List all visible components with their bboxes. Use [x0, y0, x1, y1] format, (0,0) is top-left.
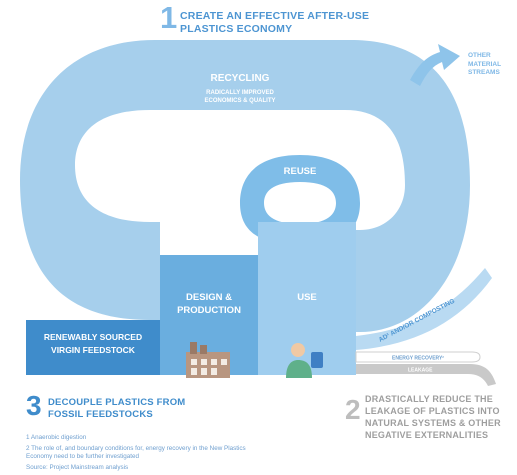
other-streams-line1: OTHER: [468, 52, 491, 59]
other-streams-line3: STREAMS: [468, 69, 500, 76]
ambition-1-header: 1 CREATE AN EFFECTIVE AFTER-USE PLASTICS…: [160, 0, 410, 36]
design-label-1: DESIGN &: [186, 292, 232, 303]
energy-recovery-flow: [355, 351, 481, 363]
footnote-2b: Economy need to be further investigated: [26, 453, 140, 460]
leakage-label: LEAKAGE: [408, 368, 433, 374]
energy-recovery-label: ENERGY RECOVERY²: [392, 356, 444, 362]
composting-flow: [356, 268, 492, 350]
ambition-2-line4: NEGATIVE EXTERNALITIES: [365, 430, 489, 440]
use-block: [258, 222, 356, 375]
feedstock-label-2: VIRGIN FEEDSTOCK: [51, 345, 135, 355]
ambition-2-line1: DRASTICALLY REDUCE THE: [365, 394, 493, 404]
source-note: Source: Project Mainstream analysis: [26, 464, 129, 471]
feedstock-block: [26, 320, 160, 375]
footnote-1: 1 Anaerobic digestion: [26, 434, 87, 441]
ambition-2: 2 DRASTICALLY REDUCE THE LEAKAGE OF PLAS…: [345, 394, 515, 446]
feedstock-label-1: RENEWABLY SOURCED: [43, 332, 143, 342]
recycling-subtitle-1: RADICALLY IMPROVED: [206, 90, 274, 96]
ambition-3-number: 3: [26, 390, 42, 421]
ambition-3-line2: FOSSIL FEEDSTOCKS: [48, 409, 153, 420]
reuse-label: REUSE: [283, 166, 317, 177]
other-streams-label: OTHER MATERIAL STREAMS: [468, 52, 513, 78]
other-streams-arrow: [410, 44, 460, 86]
consumer-icon: [286, 343, 323, 378]
recycling-title: RECYCLING: [210, 73, 270, 84]
ambition-3-line1: DECOUPLE PLASTICS FROM: [48, 397, 186, 408]
factory-icon: [186, 342, 230, 378]
ambition-2-line3: NATURAL SYSTEMS & OTHER: [365, 418, 501, 428]
recycling-loop: [20, 40, 470, 332]
design-label-2: PRODUCTION: [177, 305, 241, 316]
ambition-3: 3 DECOUPLE PLASTICS FROM FOSSIL FEEDSTOC…: [26, 392, 226, 422]
ambition-2-line2: LEAKAGE OF PLASTICS INTO: [365, 406, 500, 416]
use-label: USE: [297, 292, 317, 303]
ambition-2-number: 2: [345, 394, 361, 425]
footnote-2a: 2 The role of, and boundary conditions f…: [26, 445, 246, 452]
ambition-1-line1: CREATE AN EFFECTIVE AFTER-USE: [180, 10, 370, 22]
ambition-1-number: 1: [160, 0, 178, 35]
leakage-flow: [356, 364, 496, 386]
recycling-subtitle-2: ECONOMICS & QUALITY: [204, 98, 276, 104]
other-streams-line2: MATERIAL: [468, 60, 502, 68]
ambition-1-line2: PLASTICS ECONOMY: [180, 23, 293, 35]
footnotes: 1 Anaerobic digestion 2 The role of, and…: [26, 434, 326, 472]
